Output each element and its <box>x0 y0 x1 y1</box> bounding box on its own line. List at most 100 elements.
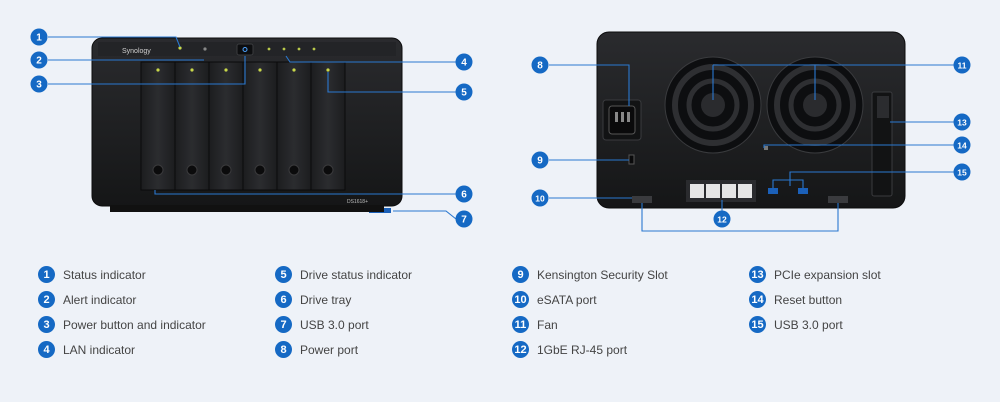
svg-text:2: 2 <box>36 56 42 67</box>
legend-item-kensington: 9 Kensington Security Slot <box>512 262 668 287</box>
legend-badge: 8 <box>275 341 292 358</box>
callout-12: 12 <box>713 210 731 228</box>
svg-text:6: 6 <box>461 190 467 201</box>
legend-label: USB 3.0 port <box>774 317 843 332</box>
svg-text:9: 9 <box>537 156 543 167</box>
legend-badge: 9 <box>512 266 529 283</box>
callout-13: 13 <box>953 113 971 131</box>
legend-badge: 6 <box>275 291 292 308</box>
rj45-port[interactable] <box>706 184 720 198</box>
reset-button[interactable] <box>764 146 768 150</box>
callout-15: 15 <box>953 163 971 181</box>
legend-item-usb-rear: 15 USB 3.0 port <box>749 312 881 337</box>
svg-text:11: 11 <box>958 61 967 71</box>
legend-badge: 12 <box>512 341 529 358</box>
drive-tray[interactable] <box>242 61 278 191</box>
legend-badge: 3 <box>38 316 55 333</box>
brand-logo: Synology <box>122 48 151 55</box>
legend-column-2: 5 Drive status indicator 6 Drive tray 7 USB… <box>275 262 412 362</box>
svg-text:12: 12 <box>717 215 727 225</box>
legend-item-reset: 14 Reset button <box>749 287 881 312</box>
rear-usb-port[interactable] <box>798 188 808 194</box>
legend-column-3: 9 Kensington Security Slot 10 eSATA port 1… <box>512 262 668 362</box>
legend-label: Power button and indicator <box>63 317 206 332</box>
esata-port[interactable] <box>828 196 848 203</box>
callout-4: 4 <box>455 53 473 71</box>
callout-14: 14 <box>953 136 971 154</box>
leader-lines <box>48 36 954 232</box>
power-button[interactable] <box>236 43 254 56</box>
legend-label: PCIe expansion slot <box>774 267 881 282</box>
legend-item-drive-tray: 6 Drive tray <box>275 287 412 312</box>
svg-text:10: 10 <box>535 194 545 204</box>
legend-label: LAN indicator <box>63 342 136 357</box>
hardware-diagram: Synology <box>30 28 971 232</box>
svg-text:8: 8 <box>537 61 543 72</box>
esata-port[interactable] <box>632 196 652 203</box>
svg-text:14: 14 <box>957 141 967 151</box>
legend-label: 1GbE RJ-45 port <box>537 342 628 357</box>
drive-tray[interactable] <box>208 61 244 191</box>
legend-label: Kensington Security Slot <box>537 267 668 282</box>
lan-leds <box>267 47 316 51</box>
svg-text:15: 15 <box>957 168 967 178</box>
legend-badge: 14 <box>749 291 766 308</box>
legend-label: Drive status indicator <box>300 267 413 282</box>
legend-item-rj45: 12 1GbE RJ-45 port <box>512 337 668 362</box>
rj45-port[interactable] <box>722 184 736 198</box>
legend-item-fan: 11 Fan <box>512 312 668 337</box>
legend-badge: 2 <box>38 291 55 308</box>
svg-text:3: 3 <box>36 80 42 91</box>
callout-2: 2 <box>30 51 48 69</box>
model-label: DS1618+ <box>347 199 368 205</box>
callout-8: 8 <box>531 56 549 74</box>
legend-item-lan-indicator: 4 LAN indicator <box>38 337 206 362</box>
legend-label: Reset button <box>774 292 843 307</box>
legend-badge: 13 <box>749 266 766 283</box>
callout-9: 9 <box>531 151 549 169</box>
callout-11: 11 <box>953 56 971 74</box>
callout-7: 7 <box>455 210 473 228</box>
legend-item-esata: 10 eSATA port <box>512 287 668 312</box>
legend-label: USB 3.0 port <box>300 317 369 332</box>
legend-column-4: 13 PCIe expansion slot 14 Reset button 15 U… <box>749 262 881 337</box>
rear-usb-port[interactable] <box>768 188 778 194</box>
legend-label: Drive tray <box>300 292 352 307</box>
status-led <box>178 46 182 50</box>
callout-1: 1 <box>30 28 48 46</box>
legend-badge: 7 <box>275 316 292 333</box>
legend-badge: 1 <box>38 266 55 283</box>
legend-badge: 5 <box>275 266 292 283</box>
legend-item-status-indicator: 1 Status indicator <box>38 262 206 287</box>
legend-item-power-port: 8 Power port <box>275 337 412 362</box>
callout-3: 3 <box>30 75 48 93</box>
drive-tray[interactable] <box>276 61 312 191</box>
svg-text:13: 13 <box>957 118 967 128</box>
svg-text:1: 1 <box>36 33 42 44</box>
callout-6: 6 <box>455 185 473 203</box>
legend-badge: 15 <box>749 316 766 333</box>
kensington-slot <box>628 154 635 165</box>
legend-badge: 10 <box>512 291 529 308</box>
svg-text:4: 4 <box>461 58 467 69</box>
legend-badge: 4 <box>38 341 55 358</box>
legend-label: eSATA port <box>537 292 597 307</box>
legend-item-power-button: 3 Power button and indicator <box>38 312 206 337</box>
rj45-port[interactable] <box>738 184 752 198</box>
legend-label: Power port <box>300 342 359 357</box>
front-unit: Synology <box>91 37 403 213</box>
callout-badges: 1 2 3 4 5 6 7 8 9 10 11 12 13 14 15 <box>30 28 971 228</box>
legend-label: Fan <box>537 317 558 332</box>
svg-text:7: 7 <box>461 215 467 226</box>
rj45-port[interactable] <box>690 184 704 198</box>
drive-tray[interactable] <box>140 61 176 191</box>
legend-label: Status indicator <box>63 267 146 282</box>
svg-text:5: 5 <box>461 88 467 99</box>
drive-tray[interactable] <box>174 61 210 191</box>
legend-badge: 11 <box>512 316 529 333</box>
alert-led <box>203 47 207 51</box>
drive-trays <box>140 61 346 191</box>
